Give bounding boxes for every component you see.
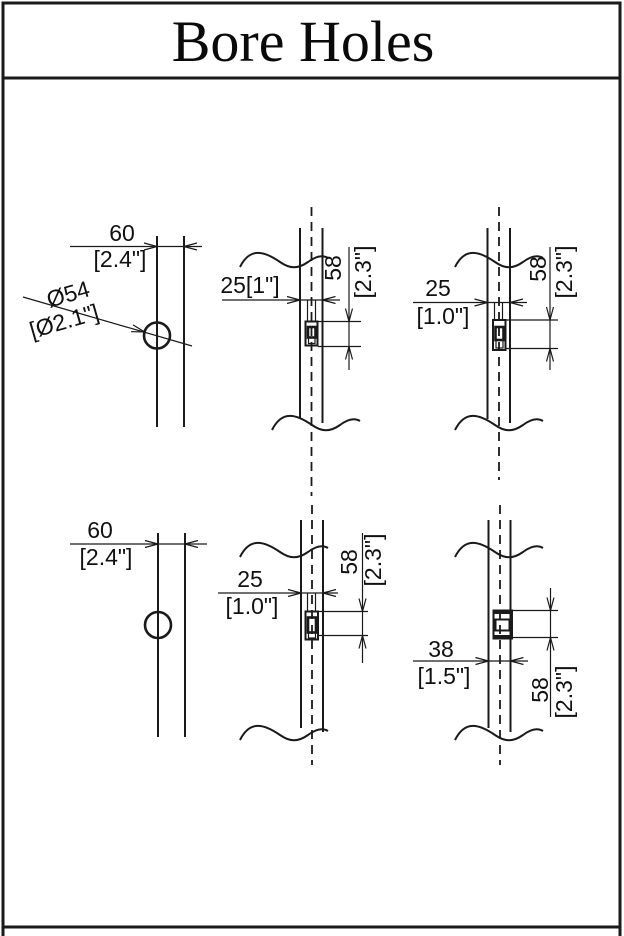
dim-height-mm: 58 [527,677,553,703]
arrowhead-icon [184,539,199,549]
dim-backset-in: [1.0"] [226,593,279,619]
arrowhead-icon [344,308,354,322]
bore-hole-circle [142,321,172,350]
dim-backset: 25[1"] [220,272,279,298]
bore-hole-circle [143,610,173,640]
break-line [239,251,329,269]
diagram-edge-view-bottom-right: 38 [1.5"] 58 [2.3"] [413,505,577,765]
latch-faceplate [492,609,513,640]
latch-faceplate [492,319,507,351]
dim-height-mm: 58 [525,256,551,282]
latch-detail [307,631,317,639]
latch-detail [495,339,504,349]
dim-backset-mm: 25 [425,275,451,301]
dim-height-in: [2.3"] [350,246,376,299]
arrowhead-icon [286,295,301,305]
diagram-face-view-top: 60 [2.4"] Ø54 [Ø2.1"] [22,220,202,427]
dim-backset-in: [1.0"] [417,303,470,329]
arrowhead-icon [344,346,354,360]
break-line [454,541,544,559]
arrowhead-icon [545,348,555,362]
dim-width-mm: 60 [87,517,113,543]
arrowhead-icon [183,242,198,251]
arrowhead-icon [322,588,337,598]
arrowhead-icon [474,298,488,307]
arrowhead-icon [475,656,489,666]
arrowhead-icon [130,324,145,333]
dim-height-mm: 58 [320,255,346,281]
arrowhead-icon [510,656,524,666]
arrowhead-icon [546,637,555,651]
diagram-edge-view-bottom-middle: 25 [1.0"] 58 [2.3"] [218,505,386,765]
arrowhead-icon [509,298,524,307]
leader-line [22,296,193,347]
dim-width-in: [2.4"] [80,544,133,570]
latch-detail [307,336,316,345]
dim-width-mm: 60 [109,220,135,246]
dim-height-in: [2.3"] [360,534,386,587]
arrowhead-icon [144,539,159,549]
arrowhead-icon [322,295,336,305]
dim-backset-in: [1.5"] [418,663,471,689]
dim-height-in: [2.3"] [551,666,577,719]
arrowhead-icon [358,598,367,612]
arrowhead-icon [358,635,367,649]
dim-width-in: [2.4"] [94,246,147,272]
diagram-edge-view-top-middle: 25[1"] 58 [2.3"] [220,207,376,496]
dim-height-in: [2.3"] [551,246,577,299]
latch-bolt [494,618,511,632]
arrowhead-icon [545,306,555,321]
break-line [239,724,329,742]
diagram-edge-view-top-right: 25 [1.0"] 58 [2.3"] [413,207,577,480]
dim-backset-mm: 25 [237,566,263,592]
dim-height-mm: 58 [336,549,362,575]
break-line [271,414,361,432]
latch-faceplate [304,320,319,347]
break-line [454,724,544,742]
arrowhead-icon [287,588,302,598]
dim-backset-mm: 38 [428,636,454,662]
arrowhead-icon [143,242,158,251]
arrowhead-icon [546,597,555,611]
break-line [239,541,329,559]
latch-faceplate [304,610,319,641]
diagram-face-view-bottom: 60 [2.4"] [70,517,207,737]
page-title: Bore Holes [172,9,435,74]
